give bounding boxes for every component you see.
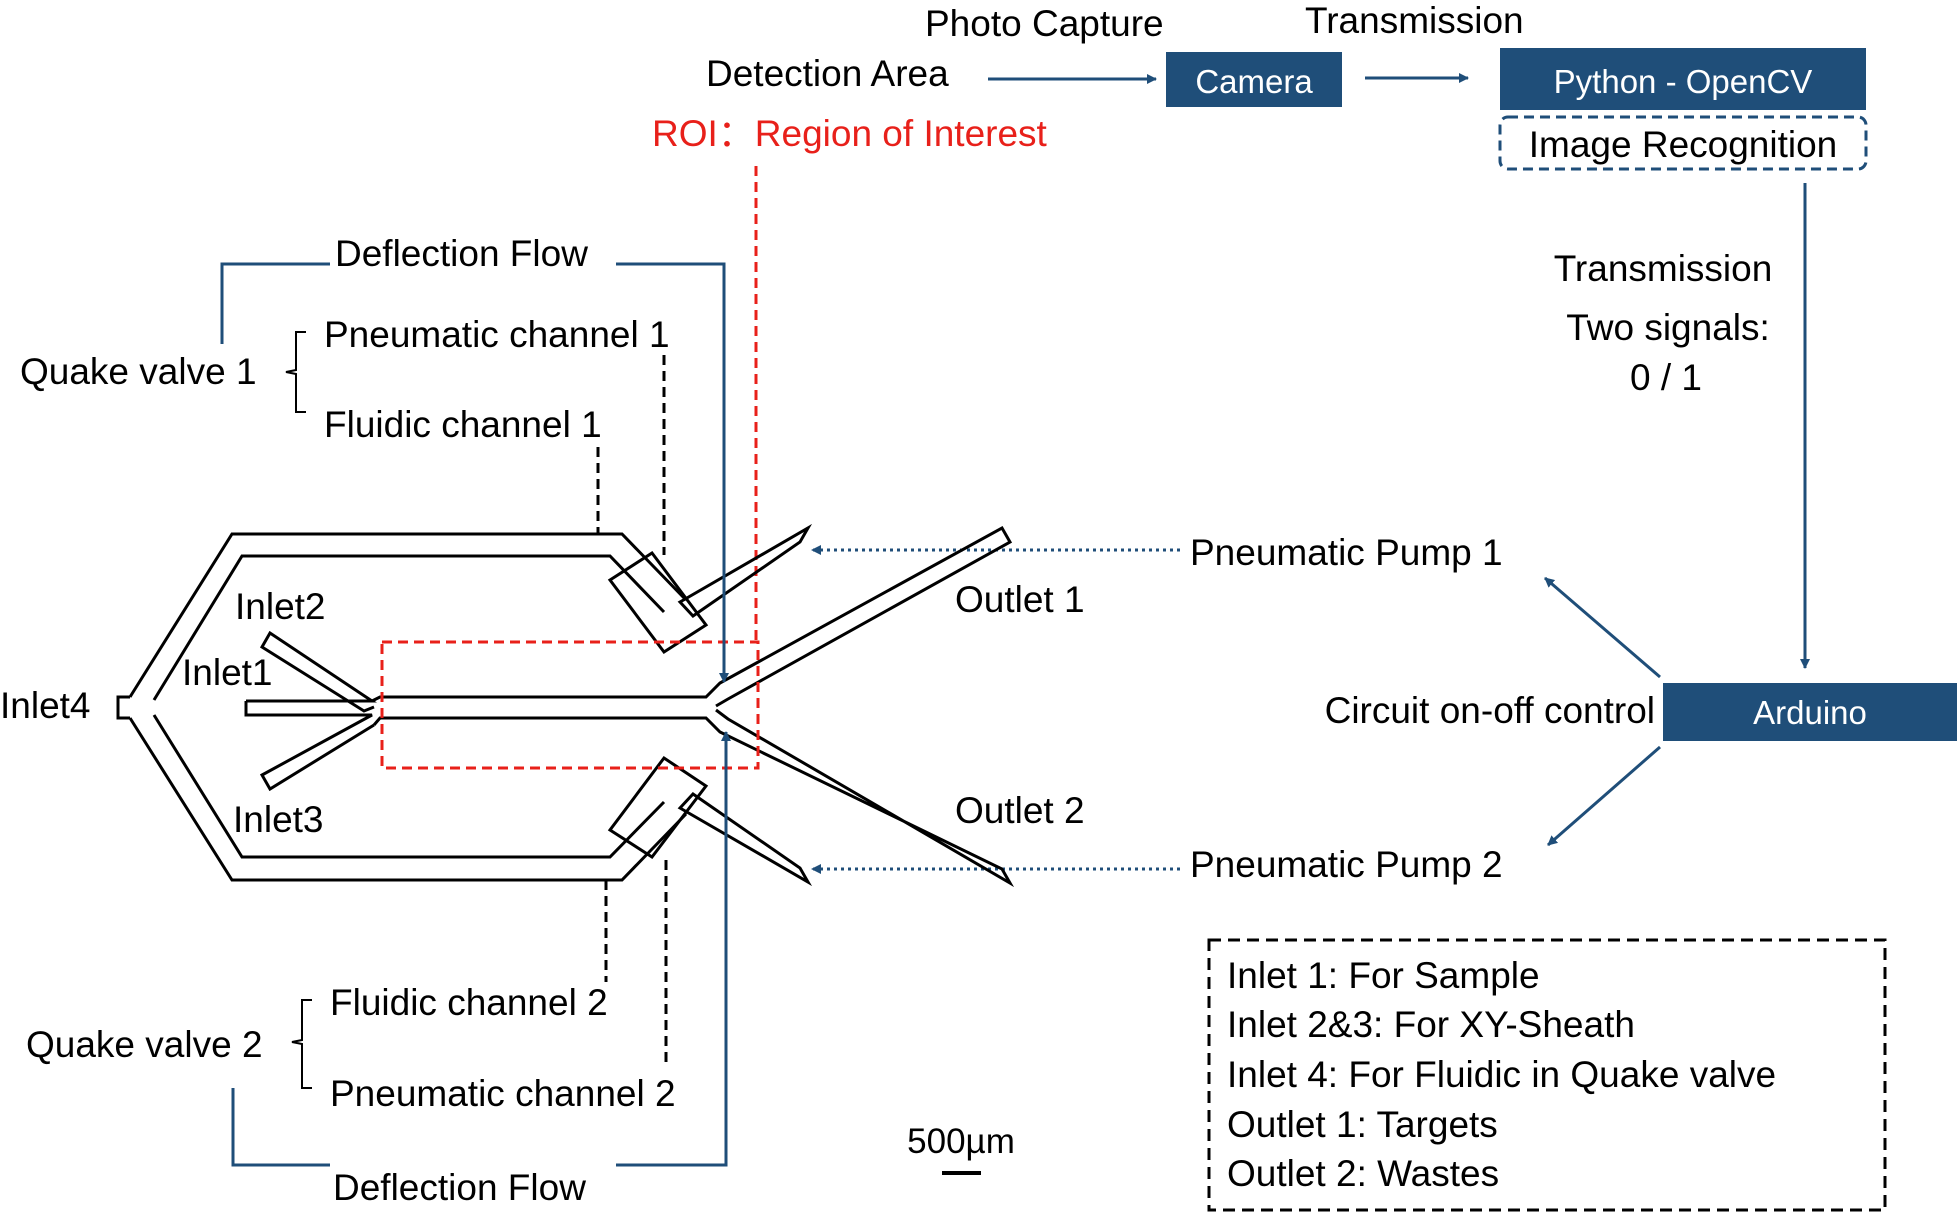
deflection-flow-top-arrow xyxy=(616,262,729,683)
arduino-label: Arduino xyxy=(1753,694,1867,731)
quake-valve-1-bracket xyxy=(285,331,306,413)
deflection-flow-top-label: Deflection Flow xyxy=(335,233,588,274)
fluidic-channel-1-label: Fluidic channel 1 xyxy=(324,404,602,445)
quake-valve-2-label: Quake valve 2 xyxy=(26,1024,263,1065)
inlet4-label: Inlet4 xyxy=(0,685,91,726)
legend-item-outlet1: Outlet 1: Targets xyxy=(1227,1104,1498,1145)
transmission-right-label: Transmission xyxy=(1554,248,1773,289)
inlet2-label: Inlet2 xyxy=(235,586,326,627)
inlet3-label: Inlet3 xyxy=(233,799,324,840)
image-recognition-label: Image Recognition xyxy=(1529,124,1838,165)
quake-valve-2-bracket xyxy=(291,999,312,1089)
outlet1-label: Outlet 1 xyxy=(955,579,1085,620)
pneumatic-pump-2-label: Pneumatic Pump 2 xyxy=(1190,844,1503,885)
outer-fluidic-loop xyxy=(116,532,688,882)
legend-item-outlet2: Outlet 2: Wastes xyxy=(1227,1153,1499,1194)
circuit-control-label: Circuit on-off control xyxy=(1325,690,1655,731)
quake-valve-2-box xyxy=(607,755,813,887)
camera-label: Camera xyxy=(1195,63,1313,100)
outlet2-label: Outlet 2 xyxy=(955,790,1085,831)
arduino-box xyxy=(1663,683,1957,741)
scale-bar-label: 500µm xyxy=(907,1122,1015,1161)
legend-item-inlet1: Inlet 1: For Sample xyxy=(1227,955,1540,996)
pneumatic-channel-2-label: Pneumatic channel 2 xyxy=(330,1073,676,1114)
legend-box xyxy=(1207,938,1887,1212)
inlet1-label: Inlet1 xyxy=(182,652,273,693)
image-recognition-box xyxy=(1498,115,1868,171)
python-opencv-box xyxy=(1500,48,1866,110)
arduino-to-pump1-arrow xyxy=(1544,576,1661,679)
quake-valve-1-box xyxy=(607,523,813,655)
inlet-channels xyxy=(244,525,1015,888)
deflection-flow-bottom-label: Deflection Flow xyxy=(333,1167,586,1208)
pneumatic-pump-1-label: Pneumatic Pump 1 xyxy=(1190,532,1503,573)
photo-capture-label: Photo Capture xyxy=(925,3,1164,44)
arduino-to-pump2-arrow xyxy=(1547,745,1661,847)
deflection-flow-bottom-connector xyxy=(231,1088,330,1167)
transmission-top-label: Transmission xyxy=(1305,0,1524,41)
fluidic-channel-2-label: Fluidic channel 2 xyxy=(330,982,608,1023)
pneumatic-channel-1-label: Pneumatic channel 1 xyxy=(324,314,670,355)
deflection-flow-bottom-arrow xyxy=(616,731,731,1167)
camera-box xyxy=(1166,52,1342,107)
roi-label: ROI：Region of Interest xyxy=(652,113,1048,154)
signal-values-label: 0 / 1 xyxy=(1630,357,1702,398)
legend-item-inlet23: Inlet 2&3: For XY-Sheath xyxy=(1227,1004,1635,1045)
quake-valve-1-label: Quake valve 1 xyxy=(20,351,257,392)
detection-area-label: Detection Area xyxy=(706,53,949,94)
legend-item-inlet4: Inlet 4: For Fluidic in Quake valve xyxy=(1227,1054,1776,1095)
two-signals-label: Two signals: xyxy=(1566,307,1770,348)
python-opencv-label: Python - OpenCV xyxy=(1554,63,1813,100)
deflection-flow-top-connector xyxy=(220,262,330,344)
roi-dashed-box xyxy=(380,640,760,770)
